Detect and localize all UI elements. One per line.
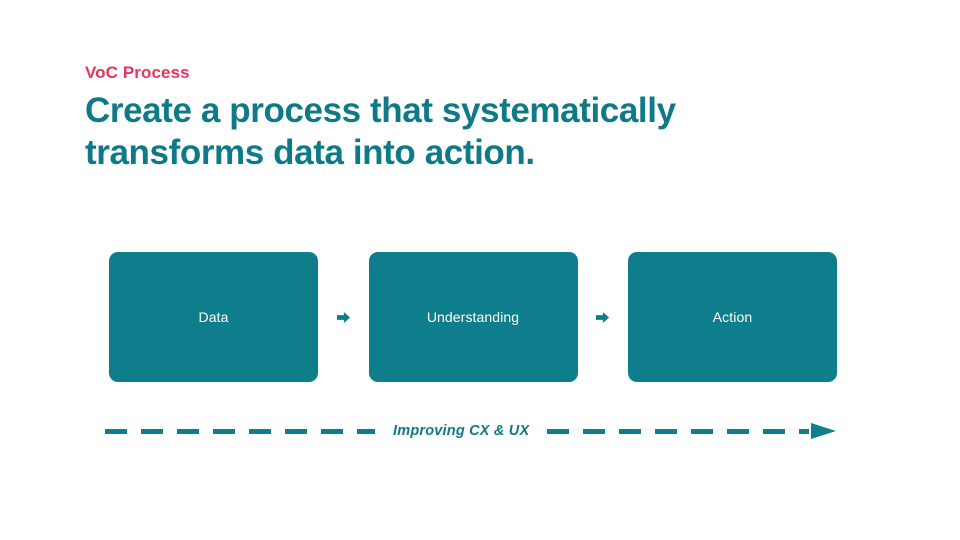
dashed-line-left xyxy=(105,428,375,434)
process-stage-action[interactable]: Action xyxy=(628,252,837,382)
arrow-right-icon xyxy=(596,311,610,323)
stage-label: Understanding xyxy=(426,309,520,325)
progress-caption: Improving CX & UX xyxy=(393,423,530,439)
page-title: Create a process that systematically tra… xyxy=(85,91,676,172)
progress-timeline: Improving CX & UX xyxy=(105,414,840,448)
header-block: VoC Process Create a process that system… xyxy=(85,62,875,174)
process-flow: Data Understanding Action xyxy=(109,252,837,382)
eyebrow-label: VoC Process xyxy=(85,63,190,82)
arrow-right-solid-icon xyxy=(811,423,837,439)
arrow-right-icon xyxy=(336,311,350,323)
process-stage-data[interactable]: Data xyxy=(109,252,318,382)
stage-label: Data xyxy=(198,309,229,325)
stage-label: Action xyxy=(712,309,753,325)
process-stage-understanding[interactable]: Understanding xyxy=(368,252,578,382)
dashed-line-right xyxy=(547,428,810,434)
connector-2 xyxy=(578,252,629,382)
connector-1 xyxy=(318,252,369,382)
